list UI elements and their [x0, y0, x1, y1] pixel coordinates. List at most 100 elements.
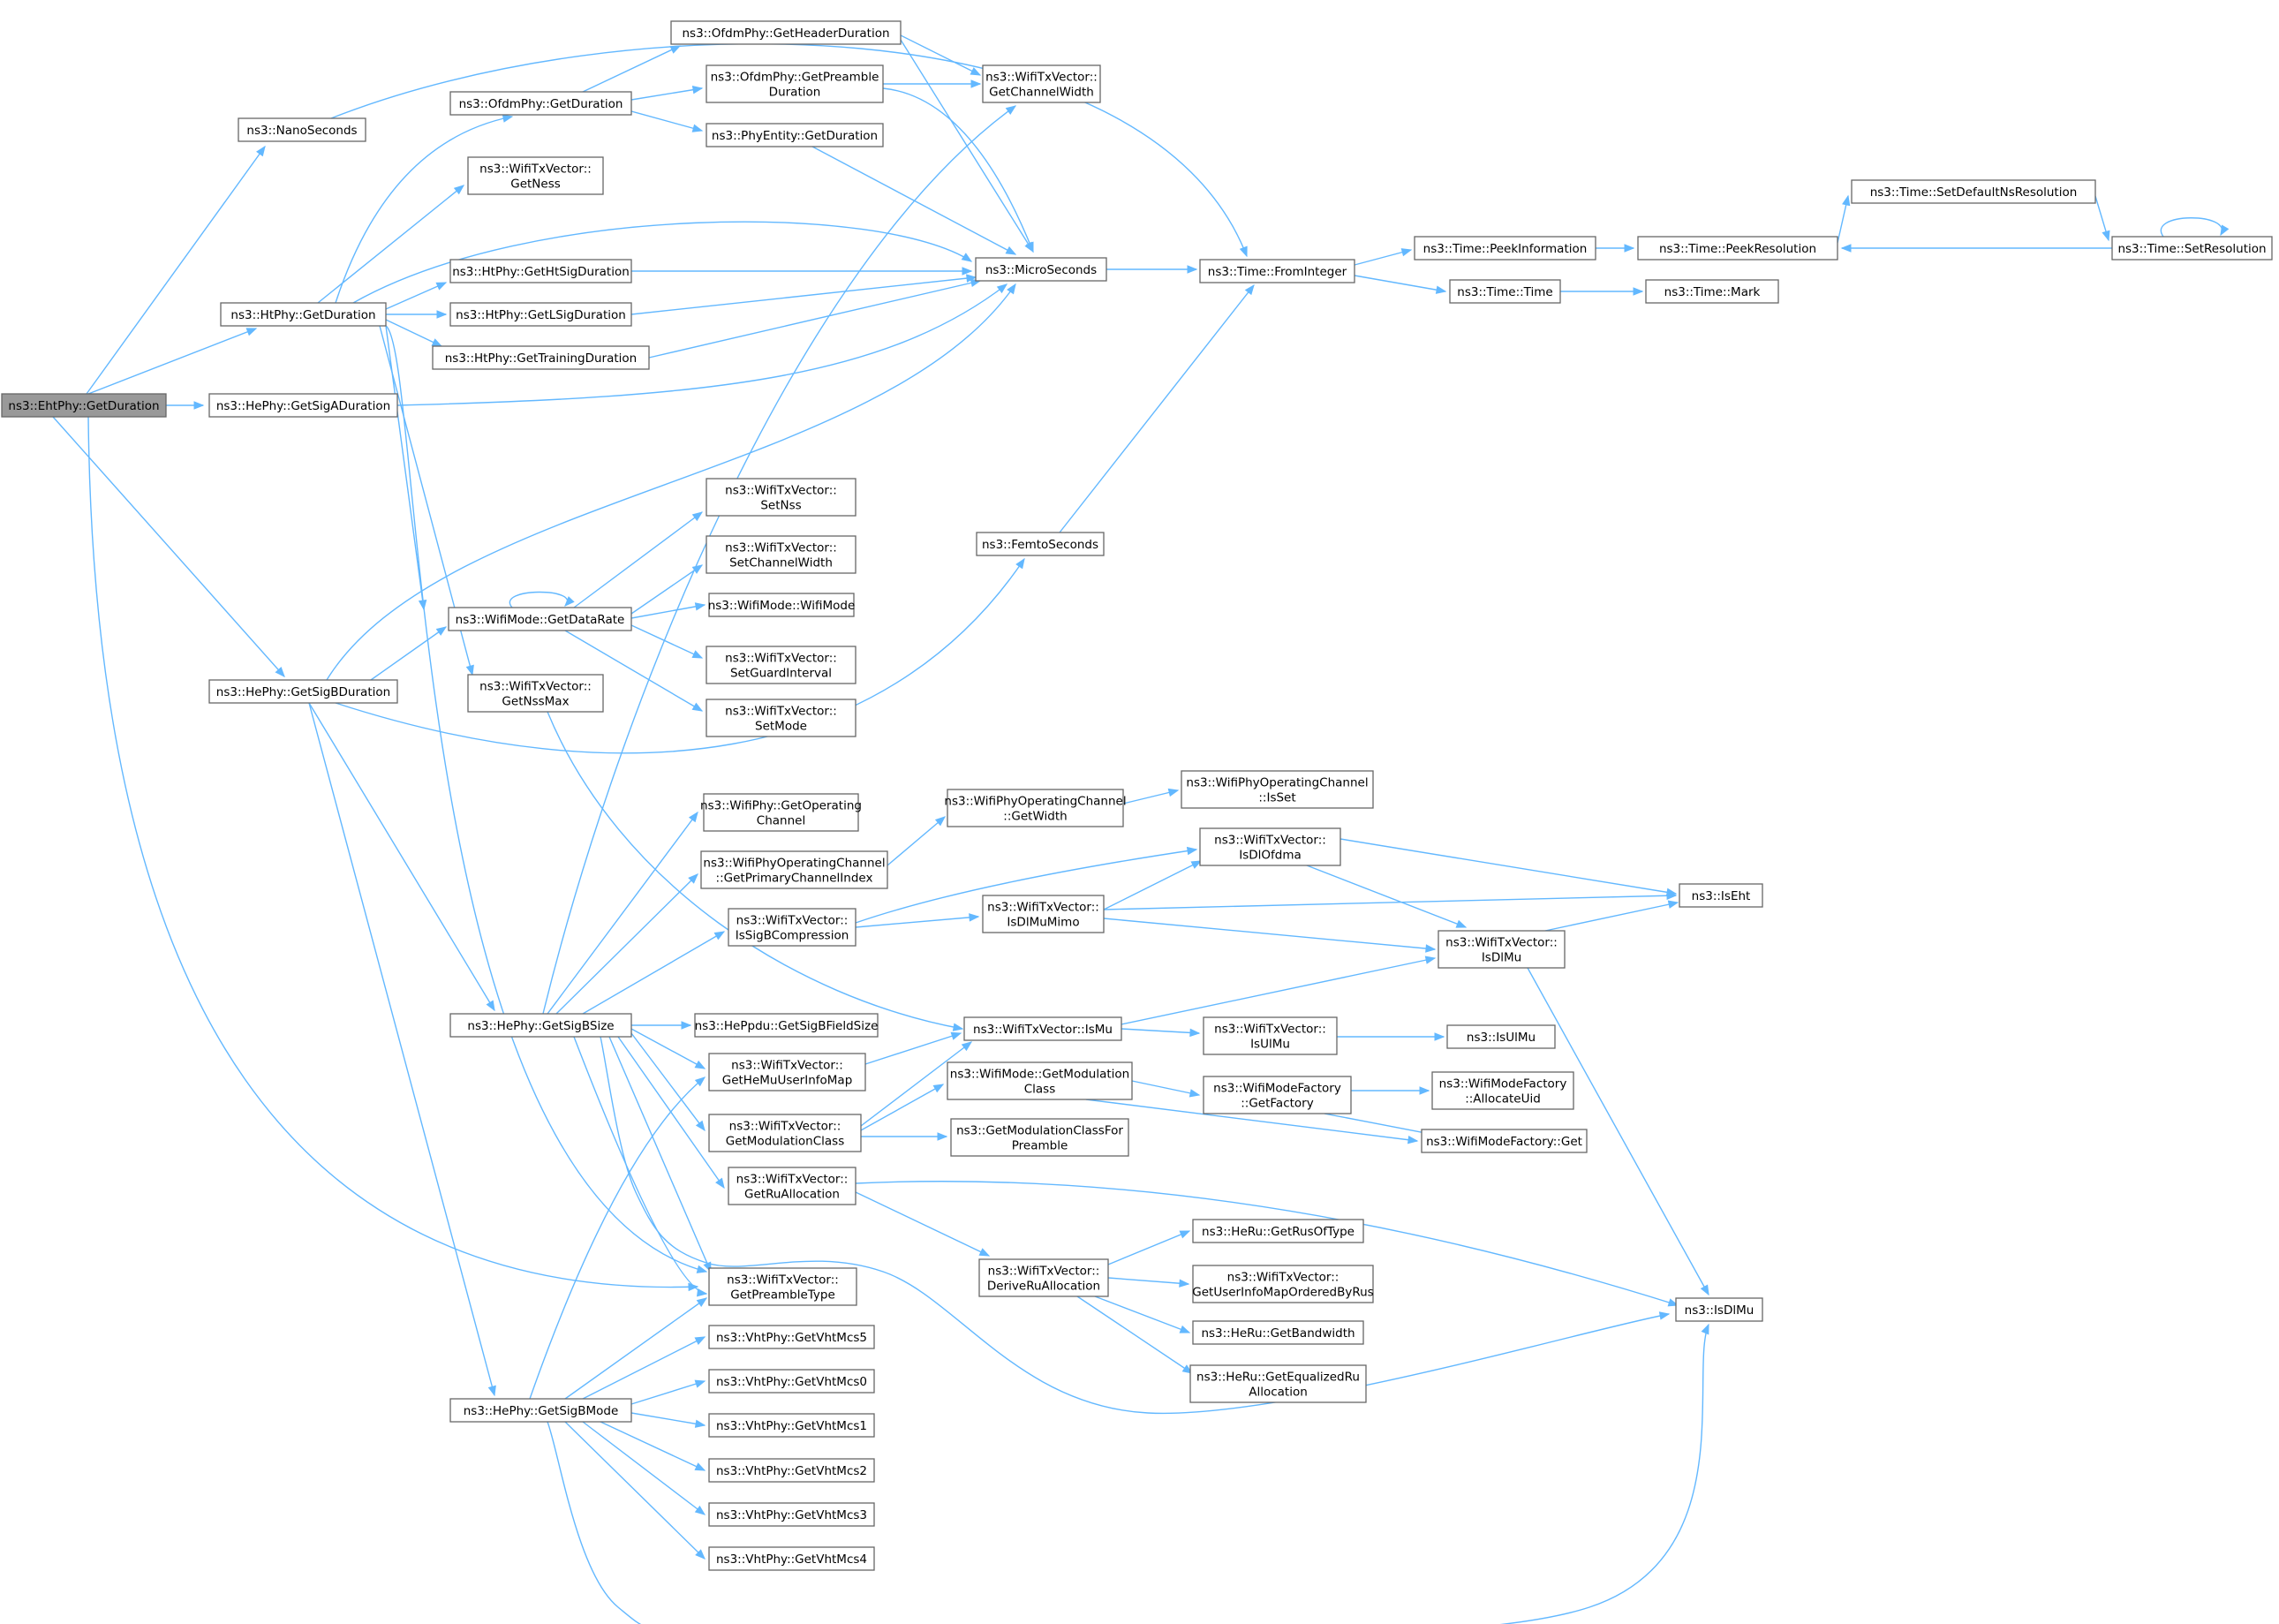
- graph-node[interactable]: ns3::PhyEntity::GetDuration: [706, 123, 884, 147]
- node-box[interactable]: [432, 345, 650, 370]
- node-box[interactable]: [467, 156, 604, 195]
- graph-node[interactable]: ns3::EhtPhy::GetDuration: [1, 393, 167, 418]
- node-box[interactable]: [1414, 236, 1596, 261]
- graph-node[interactable]: ns3::WifiMode::GetModulationClass: [947, 1061, 1133, 1100]
- node-box[interactable]: [208, 393, 398, 418]
- node-box[interactable]: [448, 607, 632, 631]
- node-box[interactable]: [708, 1502, 875, 1527]
- node-box[interactable]: [708, 1413, 875, 1438]
- graph-node[interactable]: ns3::WifiTxVector::GetModulationClass: [708, 1114, 862, 1152]
- node-box[interactable]: [706, 123, 884, 147]
- node-box[interactable]: [1203, 1016, 1338, 1055]
- node-box[interactable]: [950, 1118, 1129, 1157]
- graph-node[interactable]: ns3::WifiPhyOperatingChannel::IsSet: [1181, 770, 1374, 809]
- node-box[interactable]: [708, 1325, 875, 1349]
- node-box[interactable]: [1203, 1076, 1352, 1114]
- graph-node[interactable]: ns3::VhtPhy::GetVhtMcs2: [708, 1458, 875, 1483]
- node-box[interactable]: [982, 895, 1105, 933]
- node-box[interactable]: [449, 1013, 632, 1038]
- graph-node[interactable]: ns3::HtPhy::GetTrainingDuration: [432, 345, 650, 370]
- node-box[interactable]: [706, 64, 884, 103]
- node-box[interactable]: [1199, 827, 1341, 866]
- node-box[interactable]: [975, 257, 1107, 282]
- node-box[interactable]: [708, 1546, 875, 1571]
- graph-node[interactable]: ns3::WifiTxVector::IsDlOfdma: [1199, 827, 1341, 866]
- graph-node[interactable]: ns3::IsEht: [1679, 883, 1763, 908]
- graph-node[interactable]: ns3::HtPhy::GetLSigDuration: [449, 302, 632, 327]
- graph-node[interactable]: ns3::WifiTxVector::IsSigBCompression: [728, 908, 857, 947]
- node-box[interactable]: [982, 64, 1101, 103]
- graph-node[interactable]: ns3::OfdmPhy::GetHeaderDuration: [670, 20, 902, 45]
- graph-node[interactable]: ns3::WifiTxVector::GetUserInfoMapOrdered…: [1192, 1265, 1374, 1303]
- node-box[interactable]: [670, 20, 902, 45]
- node-box[interactable]: [1851, 179, 2096, 204]
- node-box[interactable]: [467, 674, 604, 713]
- node-box[interactable]: [706, 478, 857, 517]
- node-box[interactable]: [1181, 770, 1374, 809]
- node-box[interactable]: [947, 789, 1124, 827]
- graph-node[interactable]: ns3::WifiTxVector::GetNssMax: [467, 674, 604, 713]
- graph-node[interactable]: ns3::WifiTxVector::IsDlMu: [1438, 930, 1566, 969]
- node-box[interactable]: [708, 1458, 875, 1483]
- node-box[interactable]: [978, 1258, 1109, 1297]
- node-box[interactable]: [1431, 1071, 1574, 1110]
- graph-node[interactable]: ns3::WifiTxVector::DeriveRuAllocation: [978, 1258, 1109, 1297]
- node-box[interactable]: [1446, 1024, 1556, 1049]
- node-box[interactable]: [700, 850, 888, 889]
- graph-node[interactable]: ns3::HePhy::GetSigBDuration: [208, 679, 398, 704]
- graph-node[interactable]: ns3::WifiTxVector::SetNss: [706, 478, 857, 517]
- graph-node[interactable]: ns3::WifiTxVector::GetNess: [467, 156, 604, 195]
- node-box[interactable]: [449, 91, 632, 116]
- graph-node[interactable]: ns3::HtPhy::GetDuration: [220, 302, 387, 327]
- graph-node[interactable]: ns3::WifiTxVector::GetHeMuUserInfoMap: [708, 1053, 866, 1091]
- node-box[interactable]: [708, 1369, 875, 1394]
- graph-node[interactable]: ns3::Time::PeekInformation: [1414, 236, 1596, 261]
- node-box[interactable]: [1192, 1320, 1364, 1345]
- node-box[interactable]: [238, 117, 366, 142]
- node-box[interactable]: [976, 532, 1105, 556]
- node-box[interactable]: [1675, 1297, 1763, 1322]
- graph-node[interactable]: ns3::HtPhy::GetHtSigDuration: [449, 259, 632, 283]
- graph-node[interactable]: ns3::WifiTxVector::SetGuardInterval: [706, 646, 857, 684]
- graph-node[interactable]: ns3::WifiMode::WifiMode: [708, 593, 856, 617]
- node-box[interactable]: [1421, 1129, 1588, 1153]
- graph-node[interactable]: ns3::WifiModeFactory::Get: [1421, 1129, 1588, 1153]
- graph-node[interactable]: ns3::NanoSeconds: [238, 117, 366, 142]
- graph-node[interactable]: ns3::WifiTxVector::IsDlMuMimo: [982, 895, 1105, 933]
- node-box[interactable]: [708, 593, 855, 617]
- graph-node[interactable]: ns3::Time::PeekResolution: [1637, 236, 1838, 261]
- graph-node[interactable]: ns3::HeRu::GetBandwidth: [1192, 1320, 1364, 1345]
- node-box[interactable]: [708, 1053, 866, 1091]
- graph-node[interactable]: ns3::HeRu::GetRusOfType: [1192, 1219, 1364, 1243]
- node-box[interactable]: [708, 1114, 862, 1152]
- graph-node[interactable]: ns3::Time::Time: [1449, 279, 1561, 304]
- node-box[interactable]: [1637, 236, 1838, 261]
- node-box[interactable]: [963, 1016, 1122, 1041]
- graph-node[interactable]: ns3::Time::SetResolution: [2111, 236, 2273, 261]
- graph-node[interactable]: ns3::MicroSeconds: [975, 257, 1107, 282]
- graph-node[interactable]: ns3::HePhy::GetSigBMode: [449, 1398, 632, 1423]
- node-box[interactable]: [1, 393, 167, 418]
- graph-node[interactable]: ns3::HePhy::GetSigBSize: [449, 1013, 632, 1038]
- graph-node[interactable]: ns3::WifiTxVector::SetMode: [706, 699, 857, 737]
- graph-node[interactable]: ns3::WifiTxVector::SetChannelWidth: [706, 535, 857, 574]
- graph-node[interactable]: ns3::WifiPhyOperatingChannel::GetWidth: [944, 789, 1127, 827]
- graph-node[interactable]: ns3::IsDlMu: [1675, 1297, 1763, 1322]
- graph-node[interactable]: ns3::Time::SetDefaultNsResolution: [1851, 179, 2096, 204]
- graph-node[interactable]: ns3::VhtPhy::GetVhtMcs5: [708, 1325, 875, 1349]
- graph-node[interactable]: ns3::WifiModeFactory::GetFactory: [1203, 1076, 1352, 1114]
- node-box[interactable]: [220, 302, 387, 327]
- graph-node[interactable]: ns3::OfdmPhy::GetDuration: [449, 91, 632, 116]
- node-box[interactable]: [728, 1167, 857, 1205]
- graph-node[interactable]: ns3::IsUlMu: [1446, 1024, 1556, 1049]
- graph-node[interactable]: ns3::VhtPhy::GetVhtMcs3: [708, 1502, 875, 1527]
- graph-node[interactable]: ns3::Time::FromInteger: [1199, 259, 1355, 283]
- node-box[interactable]: [694, 1013, 879, 1038]
- node-box[interactable]: [1199, 259, 1355, 283]
- node-box[interactable]: [728, 908, 857, 947]
- graph-node[interactable]: ns3::VhtPhy::GetVhtMcs1: [708, 1413, 875, 1438]
- graph-node[interactable]: ns3::WifiPhyOperatingChannel::GetPrimary…: [700, 850, 888, 889]
